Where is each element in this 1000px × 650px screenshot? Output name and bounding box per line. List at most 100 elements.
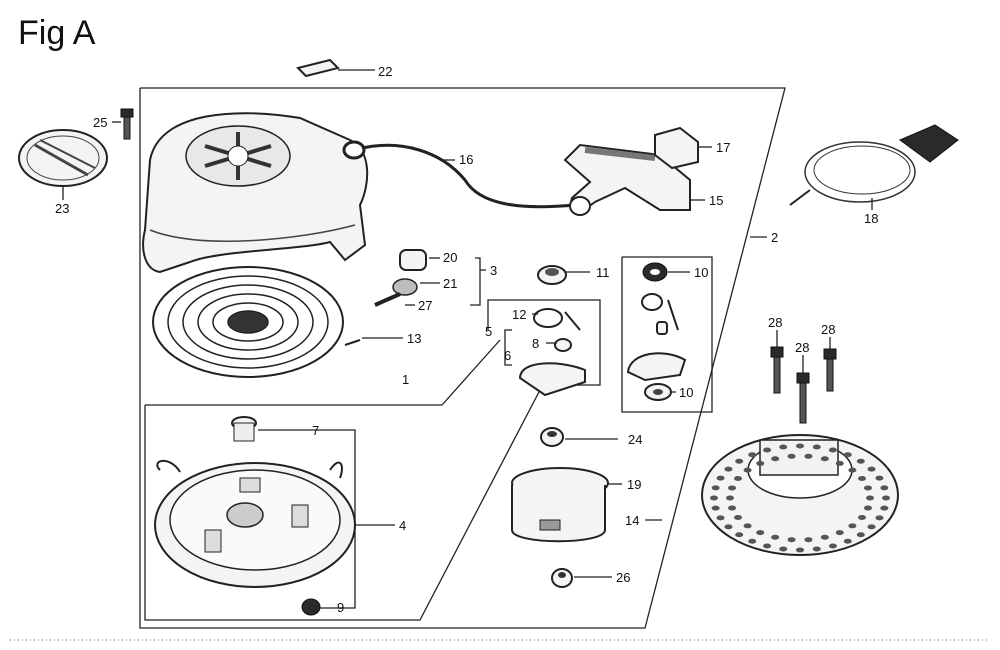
vent-hole xyxy=(787,537,796,543)
label-sticker-icon xyxy=(296,58,340,78)
vent-hole xyxy=(771,534,780,540)
vent-hole xyxy=(716,475,725,481)
vent-hole xyxy=(763,447,772,453)
vent-hole xyxy=(835,460,844,466)
vent-hole xyxy=(726,495,734,501)
vent-hole xyxy=(779,444,788,450)
callout-10-bottom: 10 xyxy=(679,385,693,400)
vent-hole xyxy=(734,475,743,481)
callout-16: 16 xyxy=(459,152,473,167)
vent-hole xyxy=(787,453,796,459)
vent-hole xyxy=(820,534,829,540)
rope-set-icon xyxy=(789,124,959,206)
callout-24: 24 xyxy=(628,432,642,447)
ratchet-icon xyxy=(518,362,586,397)
starter-rope xyxy=(361,143,576,209)
vent-hole xyxy=(882,495,890,501)
vent-hole xyxy=(867,524,876,530)
callout-17: 17 xyxy=(716,140,730,155)
callout-2: 2 xyxy=(771,230,778,245)
vent-hole xyxy=(724,524,733,530)
vent-hole xyxy=(763,543,772,549)
vent-hole xyxy=(863,505,872,511)
callout-10-top: 10 xyxy=(694,265,708,280)
vent-hole xyxy=(863,485,872,491)
callout-14: 14 xyxy=(625,513,639,528)
vent-hole xyxy=(711,485,720,491)
callout-28-b: 28 xyxy=(795,340,809,355)
ratchet-spring-icon xyxy=(533,308,581,331)
vent-hole xyxy=(771,456,780,462)
callout-18: 18 xyxy=(864,211,878,226)
callout-13: 13 xyxy=(407,331,421,346)
fan-cover-icon xyxy=(701,434,899,556)
vent-hole xyxy=(828,447,837,453)
callout-28-a: 28 xyxy=(768,315,782,330)
washer-icon xyxy=(554,338,572,352)
vent-hole xyxy=(848,523,857,529)
spring-icon xyxy=(392,278,418,296)
nut-icon xyxy=(301,598,321,616)
vent-hole xyxy=(735,458,744,464)
callout-21: 21 xyxy=(443,276,457,291)
starter-cup-icon xyxy=(511,467,609,543)
callout-9: 9 xyxy=(337,600,344,615)
nut-icon xyxy=(551,568,573,588)
vent-hole xyxy=(796,443,804,449)
friction-plate-icon xyxy=(626,262,687,401)
bolt-icon xyxy=(120,108,134,140)
vent-hole xyxy=(728,505,737,511)
collar-icon xyxy=(399,249,427,271)
callout-11: 11 xyxy=(596,265,610,280)
recoil-housing-icon xyxy=(142,112,369,274)
bolt-icon xyxy=(770,346,784,394)
callout-12: 12 xyxy=(512,307,526,322)
callout-27: 27 xyxy=(418,298,432,313)
callout-20: 20 xyxy=(443,250,457,265)
bolt-icon xyxy=(823,348,837,392)
vent-hole xyxy=(710,495,718,501)
vent-hole xyxy=(856,532,865,538)
callout-25: 25 xyxy=(93,115,107,130)
figure-title: Fig A xyxy=(18,14,96,52)
callout-6: 6 xyxy=(504,348,511,363)
vent-hole xyxy=(857,475,866,481)
callout-1: 1 xyxy=(402,372,409,387)
vent-hole xyxy=(743,523,752,529)
callout-4: 4 xyxy=(399,518,406,533)
vent-hole xyxy=(711,505,720,511)
callout-26: 26 xyxy=(616,570,630,585)
callout-23: 23 xyxy=(55,201,69,216)
vent-hole xyxy=(796,547,804,553)
assembly-frame xyxy=(139,87,786,629)
vent-hole xyxy=(843,452,852,458)
vent-hole xyxy=(804,537,813,543)
callout-8: 8 xyxy=(532,336,539,351)
vent-hole xyxy=(756,530,765,536)
vent-hole xyxy=(843,538,852,544)
pulley-icon xyxy=(154,459,356,588)
vent-hole xyxy=(804,453,813,459)
vent-hole xyxy=(848,467,857,473)
callout-22: 22 xyxy=(378,64,392,79)
vent-hole xyxy=(835,530,844,536)
vent-hole xyxy=(812,444,821,450)
spiral-spring-icon xyxy=(152,266,361,378)
vent-hole xyxy=(866,495,874,501)
vent-hole xyxy=(748,452,757,458)
subframe-4 xyxy=(144,389,541,621)
nut-icon xyxy=(537,265,567,285)
callout-15: 15 xyxy=(709,193,723,208)
gasket-icon xyxy=(18,129,108,187)
vent-hole xyxy=(820,456,829,462)
callout-7: 7 xyxy=(312,423,319,438)
vent-hole xyxy=(735,532,744,538)
vent-hole xyxy=(728,485,737,491)
vent-hole xyxy=(857,515,866,521)
starter-handle-icon xyxy=(563,143,691,216)
nut-icon xyxy=(540,427,564,447)
vent-hole xyxy=(724,466,733,472)
callout-19: 19 xyxy=(627,477,641,492)
vent-hole xyxy=(880,485,889,491)
